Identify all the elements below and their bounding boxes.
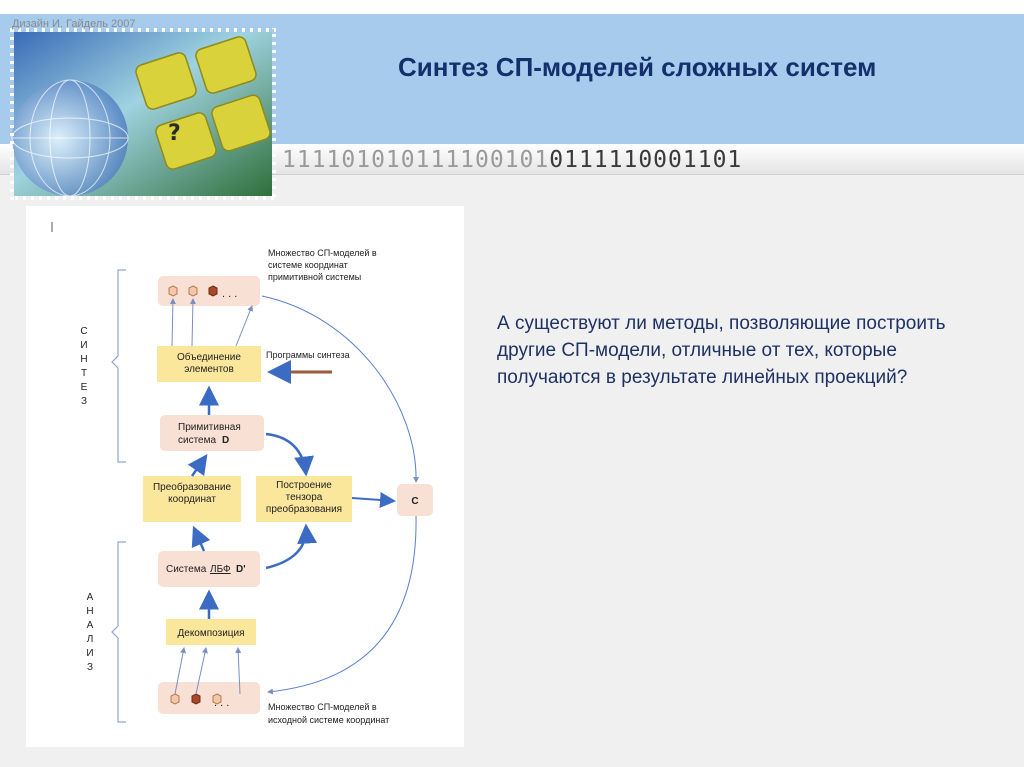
bottom-caption: исходной системе координат xyxy=(268,715,389,725)
analysis-letter: И xyxy=(86,648,93,659)
transform-label: координат xyxy=(168,494,216,505)
tensor-label: преобразования xyxy=(266,503,342,515)
top-strip xyxy=(0,0,1024,14)
analysis-letter: Л xyxy=(87,634,94,645)
curve-from-c xyxy=(267,515,417,695)
analysis-letter: З xyxy=(87,662,93,673)
c-box xyxy=(397,484,433,516)
tensor-label: Построение xyxy=(276,480,332,491)
synth-letter: С xyxy=(80,326,87,337)
bottom-model-set xyxy=(158,682,260,714)
transform-label: Преобразование xyxy=(153,481,232,493)
synth-letter: И xyxy=(80,340,87,351)
model-node xyxy=(212,693,222,705)
coordinate-transform-box xyxy=(143,476,241,522)
decomposition-label: Декомпозиция xyxy=(177,628,244,639)
union-label: элементов xyxy=(184,364,234,375)
lbf-link[interactable]: ЛБФ xyxy=(210,564,231,575)
c-label: С xyxy=(411,496,418,507)
diagram-panel: С И Н Т Е З А Н А Л И З . . . Множество xyxy=(26,206,464,747)
synth-letter: Н xyxy=(80,354,87,365)
system-lbf-box xyxy=(158,551,260,587)
decomposition-box xyxy=(166,619,256,645)
model-node xyxy=(170,693,180,705)
primitive-label: система xyxy=(178,435,216,446)
system-letter: D' xyxy=(236,564,246,575)
analysis-letter: А xyxy=(87,592,94,603)
top-caption: примитивной системы xyxy=(268,272,361,282)
curve-to-c xyxy=(261,295,420,483)
svg-text:?: ? xyxy=(168,121,181,146)
model-node xyxy=(168,285,178,297)
top-caption: Множество СП-моделей в xyxy=(268,248,377,258)
tensor-box xyxy=(256,476,352,522)
bottom-caption: Множество СП-моделей в xyxy=(268,702,377,712)
programs-label: Программы синтеза xyxy=(266,350,350,360)
analysis-letter: Н xyxy=(86,606,93,617)
system-lbf-label: Система xyxy=(166,564,207,575)
synth-letter: Т xyxy=(81,368,87,379)
primitive-label: Примитивная xyxy=(178,422,241,433)
slide-title: Синтез СП-моделей сложных систем xyxy=(398,52,877,82)
binary-decoration: 1111010101111001010111110001101 xyxy=(282,147,743,173)
synth-letter: Е xyxy=(81,382,88,393)
top-caption: системе координат xyxy=(268,260,348,270)
analysis-brace xyxy=(111,541,126,723)
model-node xyxy=(208,285,218,297)
design-credit: Дизайн И. Гайдель 2007 xyxy=(12,18,136,30)
dots: . . . xyxy=(222,288,237,300)
synth-letter: З xyxy=(81,396,87,407)
tensor-label: тензора xyxy=(286,492,323,503)
synthesis-brace xyxy=(111,269,126,463)
keyboard-globe-image: ? xyxy=(10,28,276,200)
dots: . . . xyxy=(214,697,229,709)
question-text: А существуют ли методы, позволяющие пост… xyxy=(497,313,946,388)
synthesis-diagram: С И Н Т Е З А Н А Л И З . . . Множество xyxy=(51,222,433,725)
union-label: Объединение xyxy=(177,351,241,363)
model-node xyxy=(191,693,201,705)
union-elements-box xyxy=(157,346,261,382)
model-node xyxy=(188,285,198,297)
primitive-system-box xyxy=(160,415,264,451)
analysis-letter: А xyxy=(87,620,94,631)
primitive-letter: D xyxy=(222,435,229,446)
